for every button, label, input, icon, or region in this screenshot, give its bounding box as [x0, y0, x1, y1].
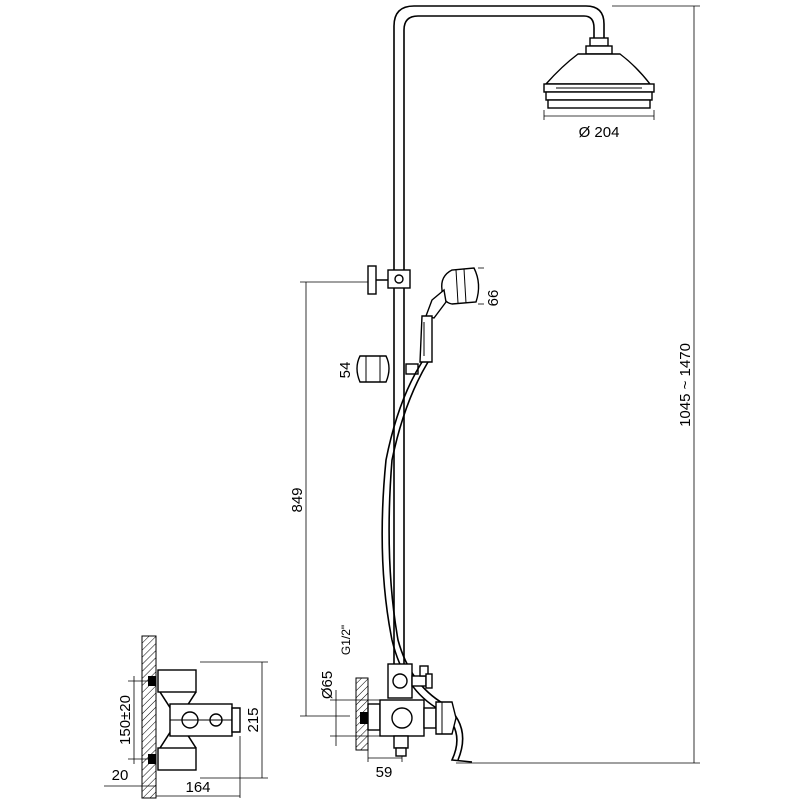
side-width-label: 164	[185, 779, 210, 796]
slide-height-label: 849	[289, 487, 306, 512]
mixer-diameter-dimension: Ø65 G1/2"	[319, 625, 380, 746]
side-height-dimension: 215	[200, 661, 268, 779]
head-diameter-label: Ø 204	[579, 124, 620, 141]
riser-pipe	[393, 5, 605, 665]
holder-label: 54	[337, 362, 354, 379]
thread-label: G1/2"	[339, 625, 353, 655]
mixer-side-view	[148, 669, 241, 771]
total-height-dimension: 1045 ~ 1470	[456, 5, 700, 764]
side-height-label: 215	[245, 707, 262, 732]
diverter-valve	[387, 663, 433, 699]
head-diameter-dimension: Ø 204	[543, 110, 655, 141]
mixer-depth-label: 59	[376, 764, 393, 781]
side-width-dimension: 164	[156, 736, 241, 798]
top-wall-bracket	[367, 265, 411, 295]
total-height-label: 1045 ~ 1470	[677, 343, 694, 427]
slide-height-dimension: 849	[289, 281, 368, 717]
mixer-diameter-label: Ø65	[319, 671, 336, 699]
thermostatic-mixer-front	[360, 699, 457, 757]
mixer-depth-dimension: 59	[367, 736, 403, 781]
hand-shower	[419, 267, 480, 363]
wall-offset-dimension: 20	[104, 767, 157, 792]
hand-shower-holder: 54	[337, 355, 419, 383]
hand-shower-label: 66	[485, 290, 502, 307]
wall-section-side	[141, 635, 157, 799]
centers-dimension: 150±20	[117, 676, 148, 764]
centers-label: 150±20	[117, 695, 134, 745]
hand-shower-dimension: 66	[478, 267, 502, 307]
rain-shower-head	[543, 37, 655, 109]
wall-offset-label: 20	[112, 767, 129, 784]
